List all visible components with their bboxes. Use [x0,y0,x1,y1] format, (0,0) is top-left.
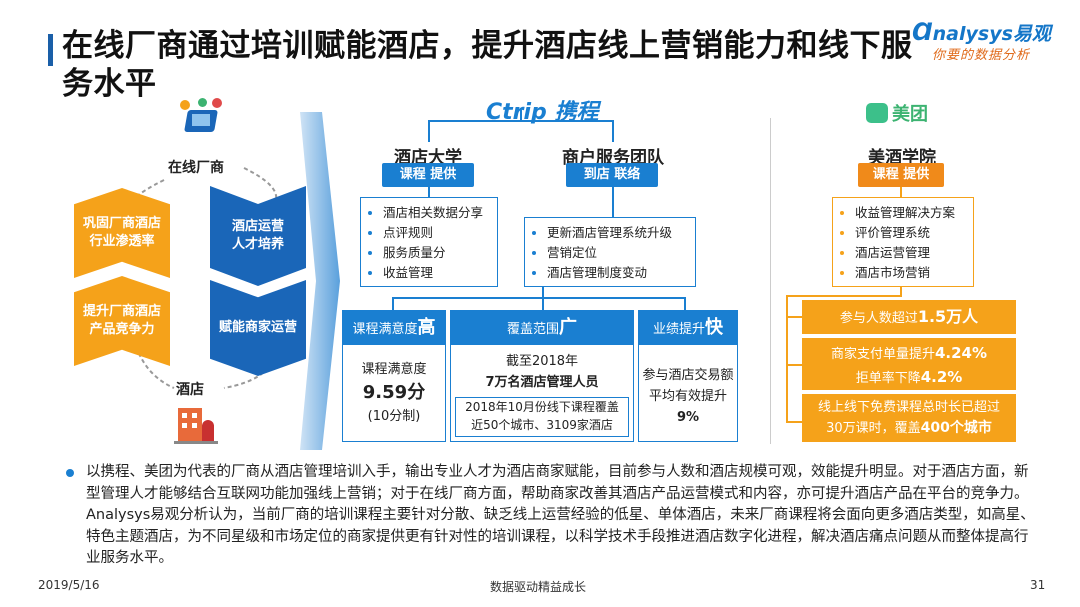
list-item: 点评规则 [383,223,489,243]
stat-performance: 业绩提升快 参与酒店交易额 平均有效提升 9% [638,310,738,442]
cycle-bottom-label: 酒店 [176,382,204,398]
online-vendor-icon [178,98,224,138]
connector [542,287,544,310]
stat-value: 7万名酒店管理人员 [485,375,599,390]
connector [786,364,802,366]
meituan-stat-courses: 线上线下免费课程总时长已超过 30万课时，覆盖400个城市 [802,394,1016,442]
meituan-pill: 课程 提供 [858,163,944,187]
footer-slogan: 数据驱动精益成长 [490,580,587,594]
connector [786,421,802,423]
connector [392,297,686,299]
stat-sub-line: 2018年10月份线下课程覆盖 [465,400,619,414]
stat-sub-line: 近50个城市、3109家酒店 [471,418,613,432]
stat-satisfaction: 课程满意度高 课程满意度 9.59分 (10分制) [342,310,446,442]
connector [786,295,902,297]
stat-line: 参与酒店交易额 [642,368,734,383]
footer-date: 2019/5/16 [38,578,100,592]
list-item: 收益管理 [383,263,489,283]
list-item: 更新酒店管理系统升级 [547,223,687,243]
connector [392,297,394,310]
list-item: 酒店相关数据分享 [383,203,489,223]
page-title: 在线厂商通过培训赋能酒店，提升酒店线上营销能力和线下服务水平 [62,28,913,102]
note-bullet [66,469,74,477]
connector [786,295,788,423]
page-number: 31 [1030,578,1046,592]
connector [520,110,522,120]
connector [900,187,902,197]
list-item: 营销定位 [547,243,687,263]
stat-coverage: 覆盖范围广 截至2018年 7万名酒店管理人员 2018年10月份线下课程覆盖 … [450,310,634,442]
stat-subbox: 2018年10月份线下课程覆盖 近50个城市、3109家酒店 [455,397,629,437]
ctrip-team-list: 更新酒店管理系统升级 营销定位 酒店管理制度变动 [524,217,696,287]
stat-line: (10分制) [367,409,421,424]
stat-line: 平均有效提升 [648,389,727,404]
connector [786,316,802,318]
analysys-logo: Ɑnalysys易观 [912,18,1051,46]
logo-text: nalysys易观 [932,23,1051,45]
stat-head: 业绩提升快 [639,311,737,345]
list-item: 服务质量分 [383,243,489,263]
list-item: 收益管理解决方案 [855,203,965,223]
stat-line: 课程满意度 [361,362,427,377]
title-accent-bar [48,34,53,66]
meituan-stat-orders: 商家支付单量提升4.24% 拒单率下降4.2% [802,338,1016,390]
logo-slogan: 你要的数据分析 [932,48,1031,63]
ctrip-team-pill: 到店 联络 [566,163,658,187]
list-item: 酒店市场营销 [855,263,965,283]
hotel-icon [174,404,218,444]
connector [684,297,686,310]
list-item: 酒店运营管理 [855,243,965,263]
ctrip-univ-pill: 课程 提供 [382,163,474,187]
summary-note: 以携程、美团为代表的厂商从酒店管理培训入手，输出专业人才为酒店商家赋能，目前参与… [86,464,1035,566]
connector [428,120,430,142]
ctrip-univ-list: 酒店相关数据分享 点评规则 服务质量分 收益管理 [360,197,498,287]
connector [900,287,902,295]
stat-head: 覆盖范围广 [451,311,633,345]
cycle-top-label: 在线厂商 [168,160,224,176]
connector [612,187,614,217]
meituan-list: 收益管理解决方案 评价管理系统 酒店运营管理 酒店市场营销 [832,197,974,287]
list-item: 评价管理系统 [855,223,965,243]
meituan-logo: 美团 [866,100,928,126]
stat-head: 课程满意度高 [343,311,445,345]
connector [428,187,430,197]
stat-value: 9.59分 [362,382,426,403]
section-divider [770,118,771,444]
connector [612,120,614,142]
stat-value: 9% [676,410,700,425]
meituan-stat-participants: 参与人数超过1.5万人 [802,300,1016,334]
list-item: 酒店管理制度变动 [547,263,687,283]
stat-line: 截至2018年 [505,354,579,369]
connector [428,120,614,122]
big-right-arrow [300,112,340,450]
